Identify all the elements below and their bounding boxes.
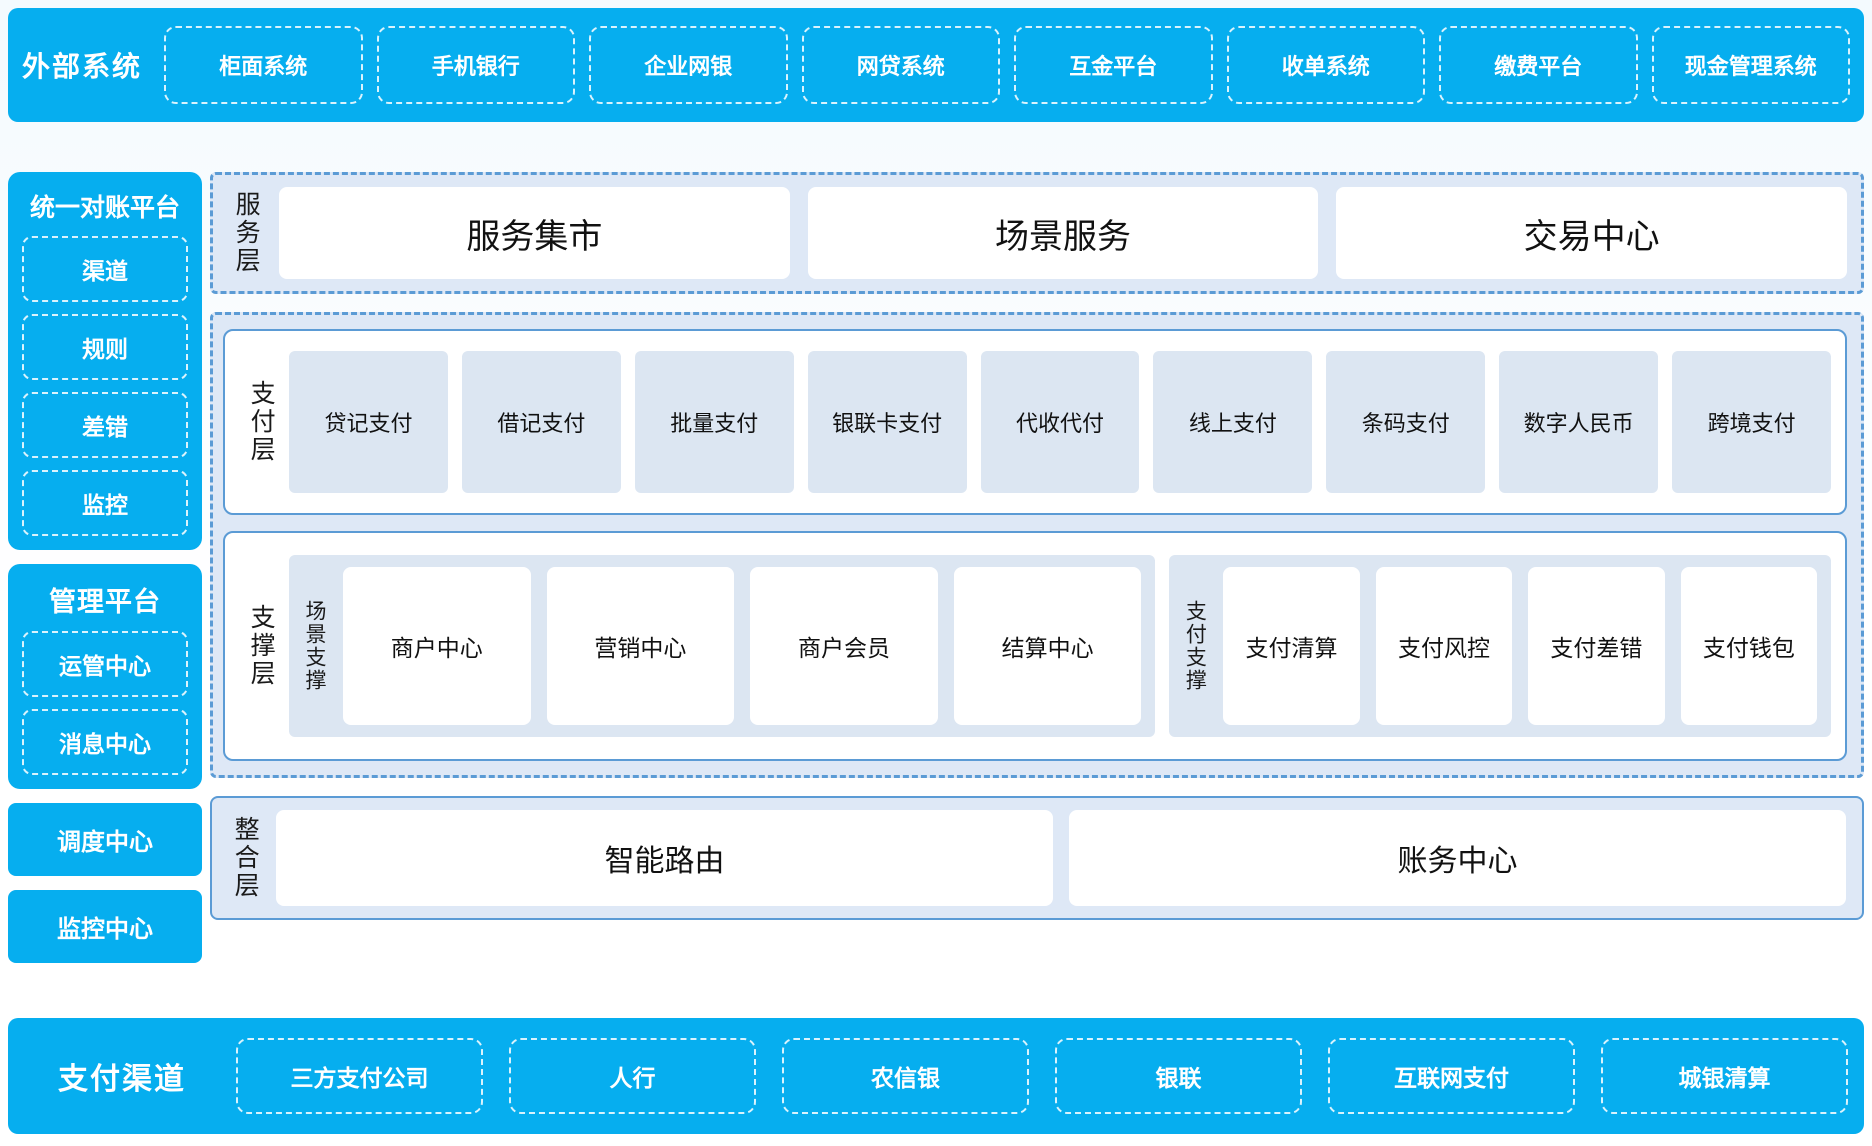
payment-card-online[interactable]: 线上支付 <box>1153 351 1313 493</box>
payment-layer-label: 支付层 <box>247 380 276 464</box>
support-group-payment-cards: 支付清算 支付风控 支付差错 支付钱包 <box>1223 567 1818 725</box>
payment-channels-items: 三方支付公司 人行 农信银 银联 互联网支付 城银清算 <box>236 1018 1864 1134</box>
payment-layer: 支付层 贷记支付 借记支付 批量支付 银联卡支付 代收代付 线上支付 条码支付 … <box>223 329 1847 515</box>
payment-channels-title: 支付渠道 <box>58 1063 186 1096</box>
support-layer-groups: 场景支撑 商户中心 营销中心 商户会员 结算中心 支付支撑 支付清算 支付风控 <box>289 545 1831 747</box>
support-card-payment-clearing[interactable]: 支付清算 <box>1223 567 1360 725</box>
payment-layer-cards: 贷记支付 借记支付 批量支付 银联卡支付 代收代付 线上支付 条码支付 数字人民… <box>289 343 1832 501</box>
support-group-payment: 支付支撑 支付清算 支付风控 支付差错 支付钱包 <box>1169 555 1831 737</box>
payment-card-collection-payment[interactable]: 代收代付 <box>980 351 1140 493</box>
support-card-payment-wallet[interactable]: 支付钱包 <box>1680 567 1818 725</box>
payment-card-credit[interactable]: 贷记支付 <box>289 351 448 493</box>
sidebar: 统一对账平台 渠道 规则 差错 监控 管理平台 运管中心 消息中心 调度中心 监… <box>8 172 202 977</box>
sidebar-group-title: 管理平台 <box>49 587 161 617</box>
integration-layer-label: 整合层 <box>231 816 260 900</box>
sidebar-item-monitoring-center[interactable]: 监控中心 <box>8 890 202 963</box>
external-systems-items: 柜面系统 手机银行 企业网银 网贷系统 互金平台 收单系统 缴费平台 现金管理系… <box>156 8 1864 122</box>
support-group-scenario: 场景支撑 商户中心 营销中心 商户会员 结算中心 <box>289 555 1156 737</box>
sidebar-group-management: 管理平台 运管中心 消息中心 <box>8 564 202 789</box>
external-system-chip[interactable]: 收单系统 <box>1226 26 1425 104</box>
service-card-transaction[interactable]: 交易中心 <box>1336 187 1848 279</box>
service-layer-label: 服务层 <box>232 191 261 275</box>
service-layer: 服务层 服务集市 场景服务 交易中心 <box>210 172 1864 294</box>
payment-card-debit[interactable]: 借记支付 <box>461 351 621 493</box>
payment-card-digital-rmb[interactable]: 数字人民币 <box>1499 351 1659 493</box>
sidebar-item-scheduling-center[interactable]: 调度中心 <box>8 803 202 876</box>
payment-channel-chip[interactable]: 人行 <box>509 1038 756 1114</box>
integration-card-accounting-center[interactable]: 账务中心 <box>1069 810 1846 906</box>
support-layer-label: 支撑层 <box>247 604 276 688</box>
support-card-settlement-center[interactable]: 结算中心 <box>953 567 1142 725</box>
support-card-merchant-member[interactable]: 商户会员 <box>750 567 938 725</box>
sidebar-item-rule[interactable]: 规则 <box>22 314 188 380</box>
support-card-payment-risk[interactable]: 支付风控 <box>1375 567 1513 725</box>
sidebar-item-channel[interactable]: 渠道 <box>22 236 188 302</box>
support-layer: 支撑层 场景支撑 商户中心 营销中心 商户会员 结算中心 支付支撑 <box>223 531 1847 761</box>
external-system-chip[interactable]: 现金管理系统 <box>1651 26 1850 104</box>
payment-channels-bar: 支付渠道 三方支付公司 人行 农信银 银联 互联网支付 城银清算 <box>8 1018 1864 1134</box>
payment-card-cross-border[interactable]: 跨境支付 <box>1672 351 1832 493</box>
main-layers: 服务层 服务集市 场景服务 交易中心 支付层 贷记支付 借记支付 批量支付 银联… <box>210 172 1864 920</box>
external-system-chip[interactable]: 网贷系统 <box>801 26 1000 104</box>
service-layer-cards: 服务集市 场景服务 交易中心 <box>279 187 1848 279</box>
sidebar-item-monitor[interactable]: 监控 <box>22 470 188 536</box>
payment-channel-chip[interactable]: 银联 <box>1055 1038 1302 1114</box>
service-card-marketplace[interactable]: 服务集市 <box>279 187 790 279</box>
sidebar-group-title: 统一对账平台 <box>29 194 180 222</box>
service-card-scenario[interactable]: 场景服务 <box>807 187 1319 279</box>
payment-card-batch[interactable]: 批量支付 <box>634 351 794 493</box>
integration-layer: 整合层 智能路由 账务中心 <box>210 796 1864 920</box>
integration-layer-cards: 智能路由 账务中心 <box>276 810 1846 906</box>
external-system-chip[interactable]: 企业网银 <box>589 26 788 104</box>
payment-channel-chip[interactable]: 城银清算 <box>1601 1038 1848 1114</box>
payment-card-unionpay[interactable]: 银联卡支付 <box>807 351 967 493</box>
support-card-marketing-center[interactable]: 营销中心 <box>546 567 735 725</box>
support-card-payment-error[interactable]: 支付差错 <box>1528 567 1665 725</box>
payment-channel-chip[interactable]: 农信银 <box>782 1038 1029 1114</box>
integration-card-smart-routing[interactable]: 智能路由 <box>276 810 1053 906</box>
sidebar-item-message-center[interactable]: 消息中心 <box>22 709 188 775</box>
sidebar-item-error[interactable]: 差错 <box>22 392 188 458</box>
support-group-payment-label: 支付支撑 <box>1183 600 1207 692</box>
payment-channel-chip[interactable]: 互联网支付 <box>1328 1038 1575 1114</box>
external-system-chip[interactable]: 互金平台 <box>1014 26 1213 104</box>
sidebar-item-operations-center[interactable]: 运管中心 <box>22 631 188 697</box>
support-group-scenario-cards: 商户中心 营销中心 商户会员 结算中心 <box>343 567 1142 725</box>
external-system-chip[interactable]: 缴费平台 <box>1439 26 1638 104</box>
external-systems-title: 外部系统 <box>21 51 142 82</box>
payment-channel-chip[interactable]: 三方支付公司 <box>236 1038 483 1114</box>
payment-card-barcode[interactable]: 条码支付 <box>1326 351 1486 493</box>
sidebar-group-reconciliation: 统一对账平台 渠道 规则 差错 监控 <box>8 172 202 550</box>
external-system-chip[interactable]: 柜面系统 <box>164 26 363 104</box>
support-card-merchant-center[interactable]: 商户中心 <box>343 567 531 725</box>
support-group-scenario-label: 场景支撑 <box>303 600 327 692</box>
core-layers-box: 支付层 贷记支付 借记支付 批量支付 银联卡支付 代收代付 线上支付 条码支付 … <box>210 312 1864 778</box>
external-system-chip[interactable]: 手机银行 <box>376 26 575 104</box>
external-systems-bar: 外部系统 柜面系统 手机银行 企业网银 网贷系统 互金平台 收单系统 缴费平台 … <box>8 8 1864 122</box>
